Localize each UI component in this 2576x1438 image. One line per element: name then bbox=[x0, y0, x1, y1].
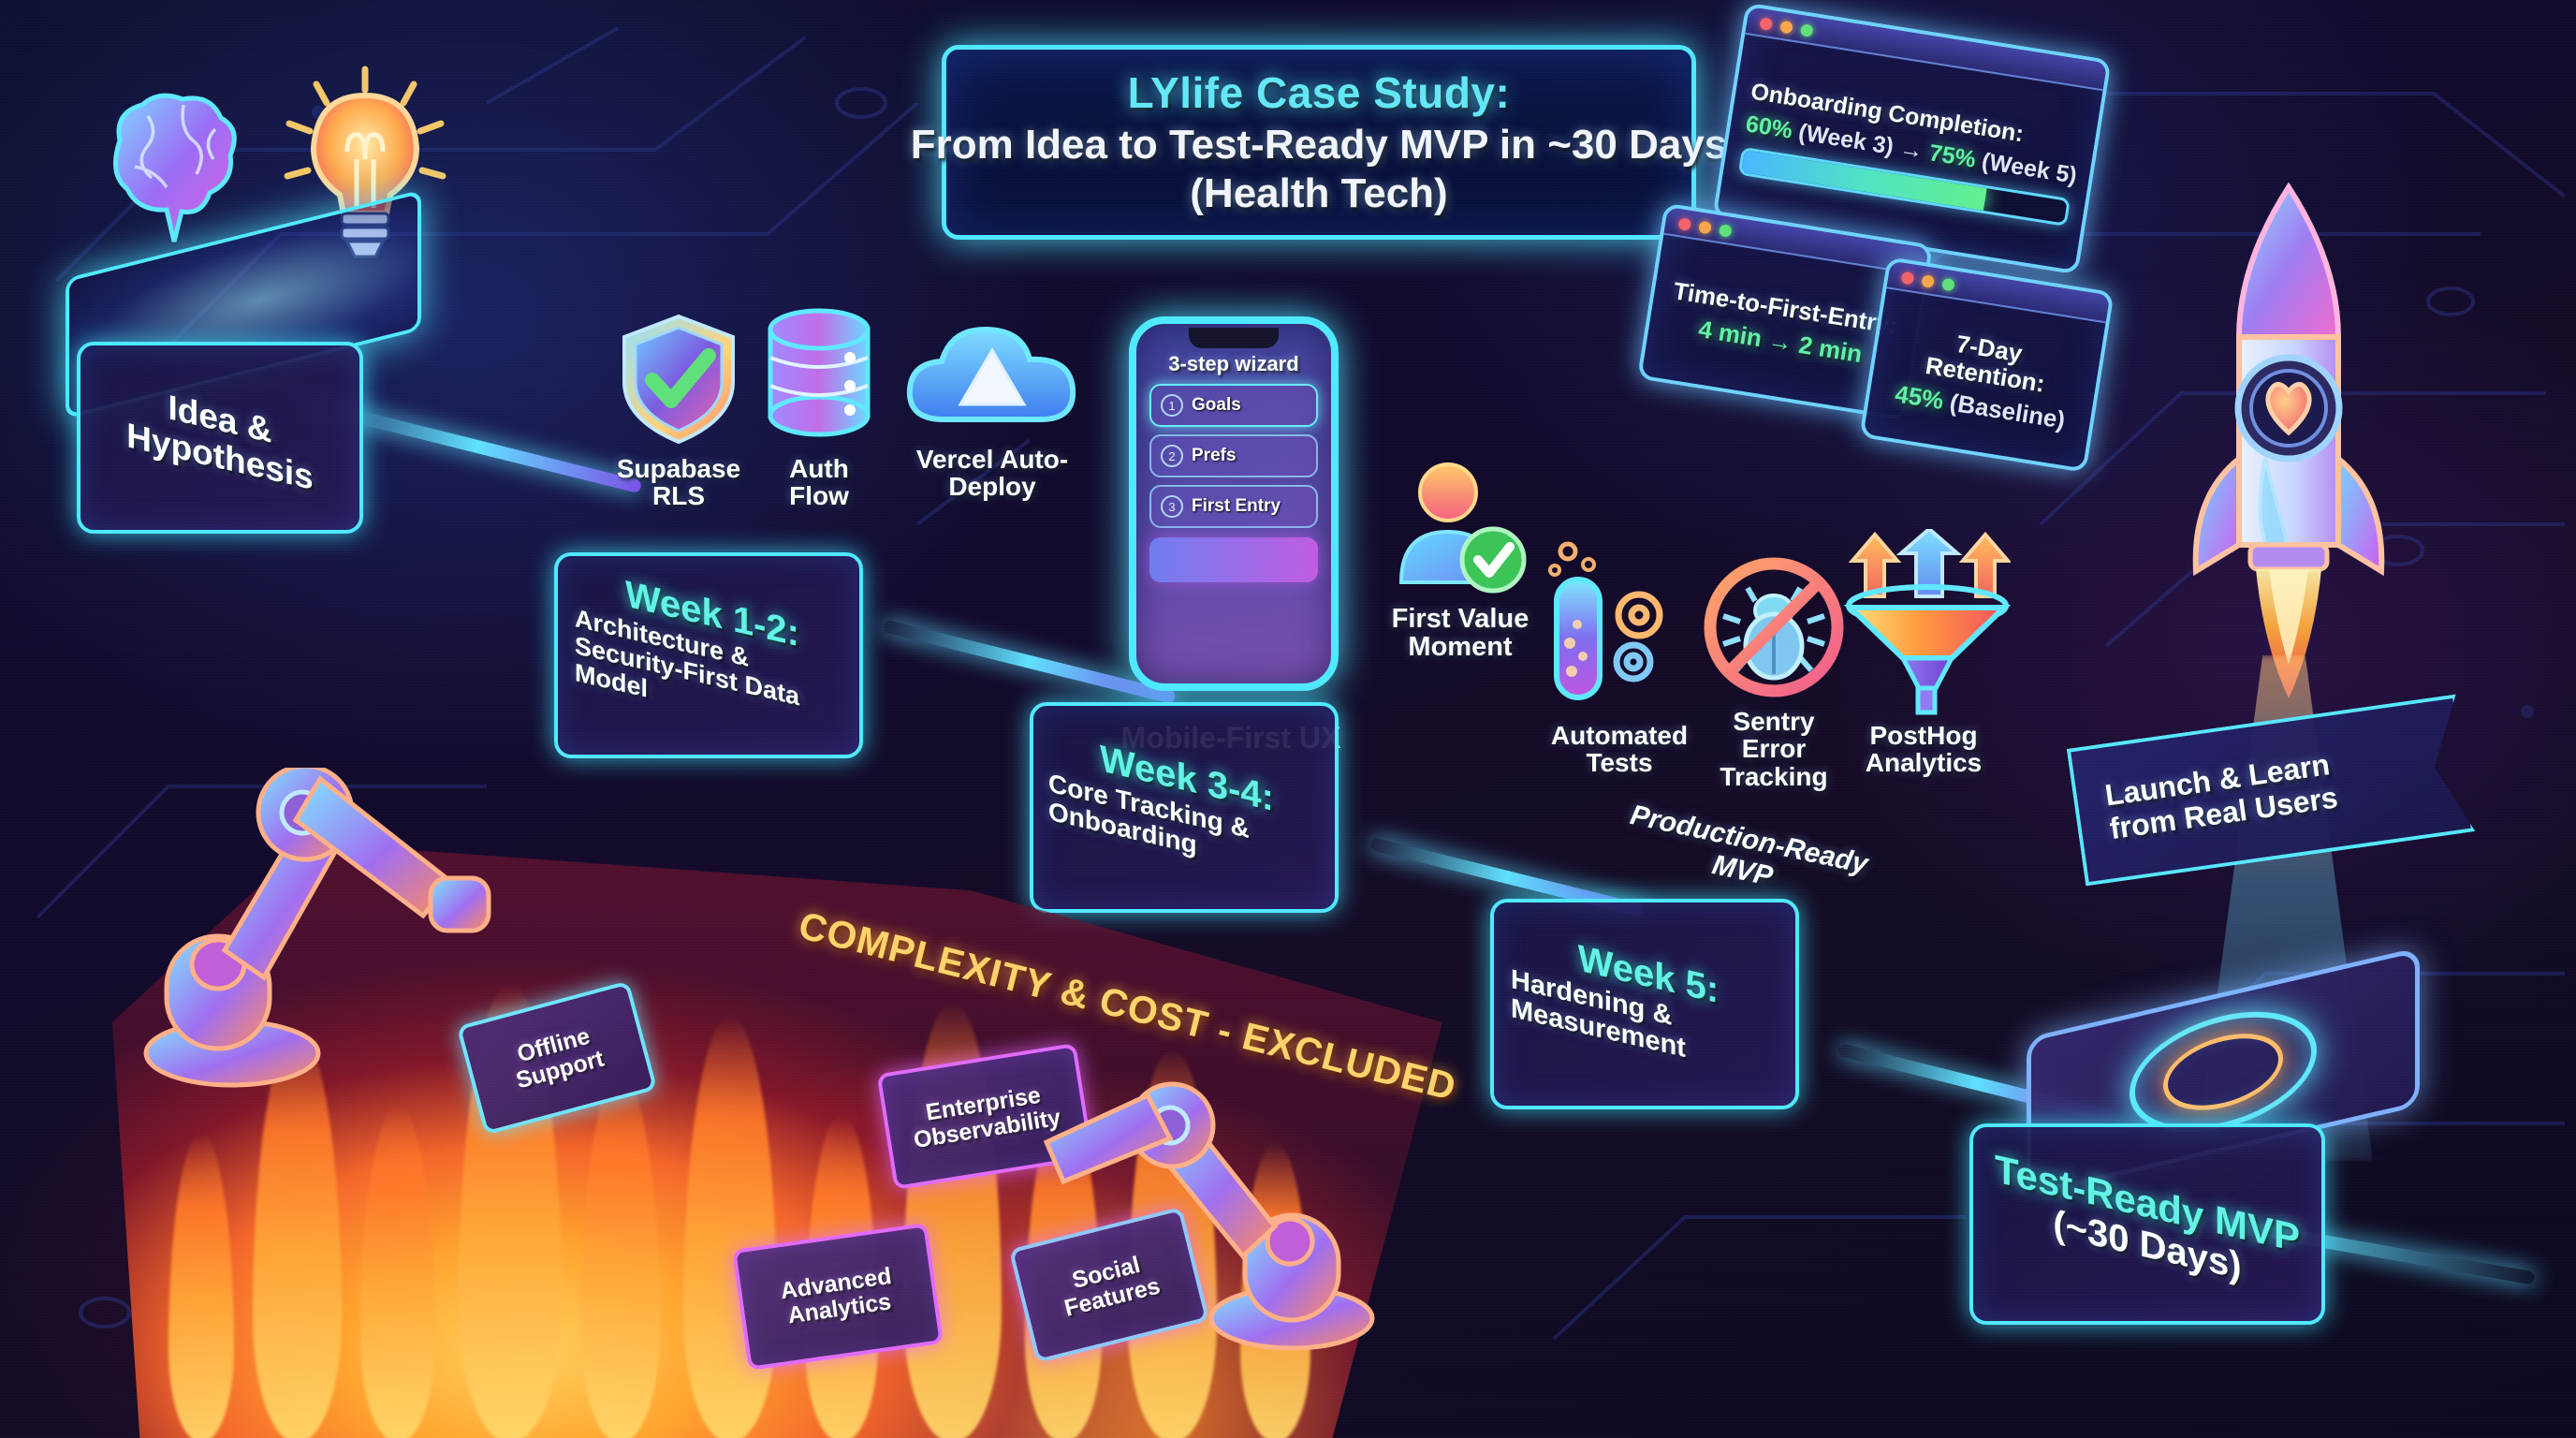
slab-top bbox=[1490, 899, 1799, 1109]
wizard-step-prefs[interactable]: 2 Prefs bbox=[1149, 434, 1318, 477]
title-line-1: LYlife Case Study: bbox=[1127, 68, 1511, 117]
metric-arrow: → bbox=[1765, 325, 1795, 357]
posthog-analytics-caption: PostHog Analytics bbox=[1865, 721, 1983, 778]
page-title: LYlife Case Study: From Idea to Test-Rea… bbox=[911, 45, 1727, 240]
metric-arrow: → bbox=[1897, 135, 1925, 165]
phone-notch bbox=[1189, 328, 1279, 348]
metric-value-to: 2 min bbox=[1796, 330, 1865, 368]
automated-tests-caption: Automated Tests bbox=[1550, 721, 1689, 778]
slab-top bbox=[77, 342, 363, 534]
close-dot-icon bbox=[1677, 217, 1692, 232]
wizard-step-number: 1 bbox=[1161, 394, 1183, 417]
wizard-title: 3-step wizard bbox=[1168, 352, 1299, 375]
wizard-step-label: Goals bbox=[1192, 395, 1241, 415]
sentry-error-caption: Sentry Error Tracking bbox=[1720, 707, 1828, 791]
no-bug-icon bbox=[1704, 557, 1844, 697]
robot-arm-right-icon bbox=[1043, 1081, 1375, 1351]
stage-idea-hypothesis: Idea & Hypothesis bbox=[77, 342, 388, 562]
brain-icon bbox=[113, 93, 237, 242]
vercel-deploy-tile: Vercel Auto-Deploy bbox=[894, 309, 1090, 501]
brain-icon-tile bbox=[98, 84, 248, 271]
auth-flow-caption: Auth Flow bbox=[789, 454, 849, 511]
metric-value: 45% bbox=[1893, 379, 1946, 416]
posthog-analytics-tile: PostHog Analytics bbox=[1830, 529, 2017, 777]
metric-value-from: 60% bbox=[1744, 110, 1794, 144]
first-value-moment-caption: First Value Moment bbox=[1391, 604, 1530, 663]
close-dot-icon bbox=[1759, 17, 1774, 32]
stage-test-ready-mvp: Test-Ready MVP (~30 Days) bbox=[1969, 1123, 2349, 1353]
complexity-cost-firepit bbox=[112, 843, 1442, 1438]
slab-top bbox=[1969, 1123, 2325, 1325]
auth-flow-tile: Auth Flow bbox=[749, 300, 889, 510]
wizard-step-number: 3 bbox=[1161, 495, 1183, 518]
wizard-step-label: Prefs bbox=[1192, 446, 1237, 465]
metric-card-seven-day-retention: 7-Day Retention: 45% (Baseline) bbox=[1859, 257, 2115, 473]
phone-mockup: 3-step wizard 1 Goals 2 Prefs 3 First En… bbox=[1129, 316, 1339, 691]
wizard-step-number: 2 bbox=[1161, 445, 1183, 467]
close-dot-icon bbox=[1900, 271, 1915, 286]
rocket-icon bbox=[2192, 182, 2385, 698]
excluded-item-label: Advanced Analytics bbox=[778, 1262, 894, 1329]
automated-tests-tile: Automated Tests bbox=[1526, 538, 1713, 777]
stage-week-1-2: Week 1-2: Architecture & Security-First … bbox=[554, 552, 887, 786]
slab-top bbox=[1030, 702, 1339, 913]
cloud-deploy-icon bbox=[906, 326, 1076, 422]
user-check-icon bbox=[1398, 462, 1527, 594]
shield-check-icon bbox=[622, 314, 735, 445]
database-icon bbox=[768, 308, 871, 437]
title-line-3: (Health Tech) bbox=[1190, 170, 1448, 216]
robot-arm-left-icon bbox=[143, 768, 491, 1088]
minimize-dot-icon bbox=[1921, 274, 1936, 289]
wizard-step-goals[interactable]: 1 Goals bbox=[1149, 384, 1318, 427]
wizard-step-first-entry[interactable]: 3 First Entry bbox=[1149, 485, 1318, 528]
title-line-2: From Idea to Test-Ready MVP in ~30 Days bbox=[910, 122, 1728, 168]
test-tube-gears-icon bbox=[1548, 541, 1663, 700]
supabase-rls-tile: Supabase RLS bbox=[599, 309, 758, 510]
stage-week-3-4: Week 3-4: Core Tracking & Onboarding bbox=[1030, 702, 1363, 941]
minimize-dot-icon bbox=[1698, 220, 1712, 235]
funnel-arrows-icon bbox=[1843, 529, 2011, 715]
supabase-rls-caption: Supabase RLS bbox=[616, 454, 741, 511]
minimize-dot-icon bbox=[1779, 20, 1793, 35]
wizard-step-label: First Entry bbox=[1192, 496, 1281, 516]
first-value-moment-tile: First Value Moment bbox=[1376, 459, 1544, 662]
stage-week-5: Week 5: Hardening & Measurement bbox=[1490, 899, 1823, 1137]
sentry-error-tile: Sentry Error Tracking bbox=[1694, 552, 1853, 790]
metric-value-to: 75% bbox=[1926, 139, 1978, 173]
maximize-dot-icon bbox=[1718, 224, 1733, 238]
maximize-dot-icon bbox=[1940, 277, 1955, 292]
vercel-deploy-caption: Vercel Auto-Deploy bbox=[915, 445, 1069, 502]
maximize-dot-icon bbox=[1799, 23, 1814, 37]
metric-value-from: 4 min bbox=[1696, 314, 1764, 352]
rocket-launch bbox=[2153, 178, 2424, 702]
slab-top bbox=[554, 552, 863, 758]
wizard-continue-button[interactable] bbox=[1149, 537, 1318, 582]
